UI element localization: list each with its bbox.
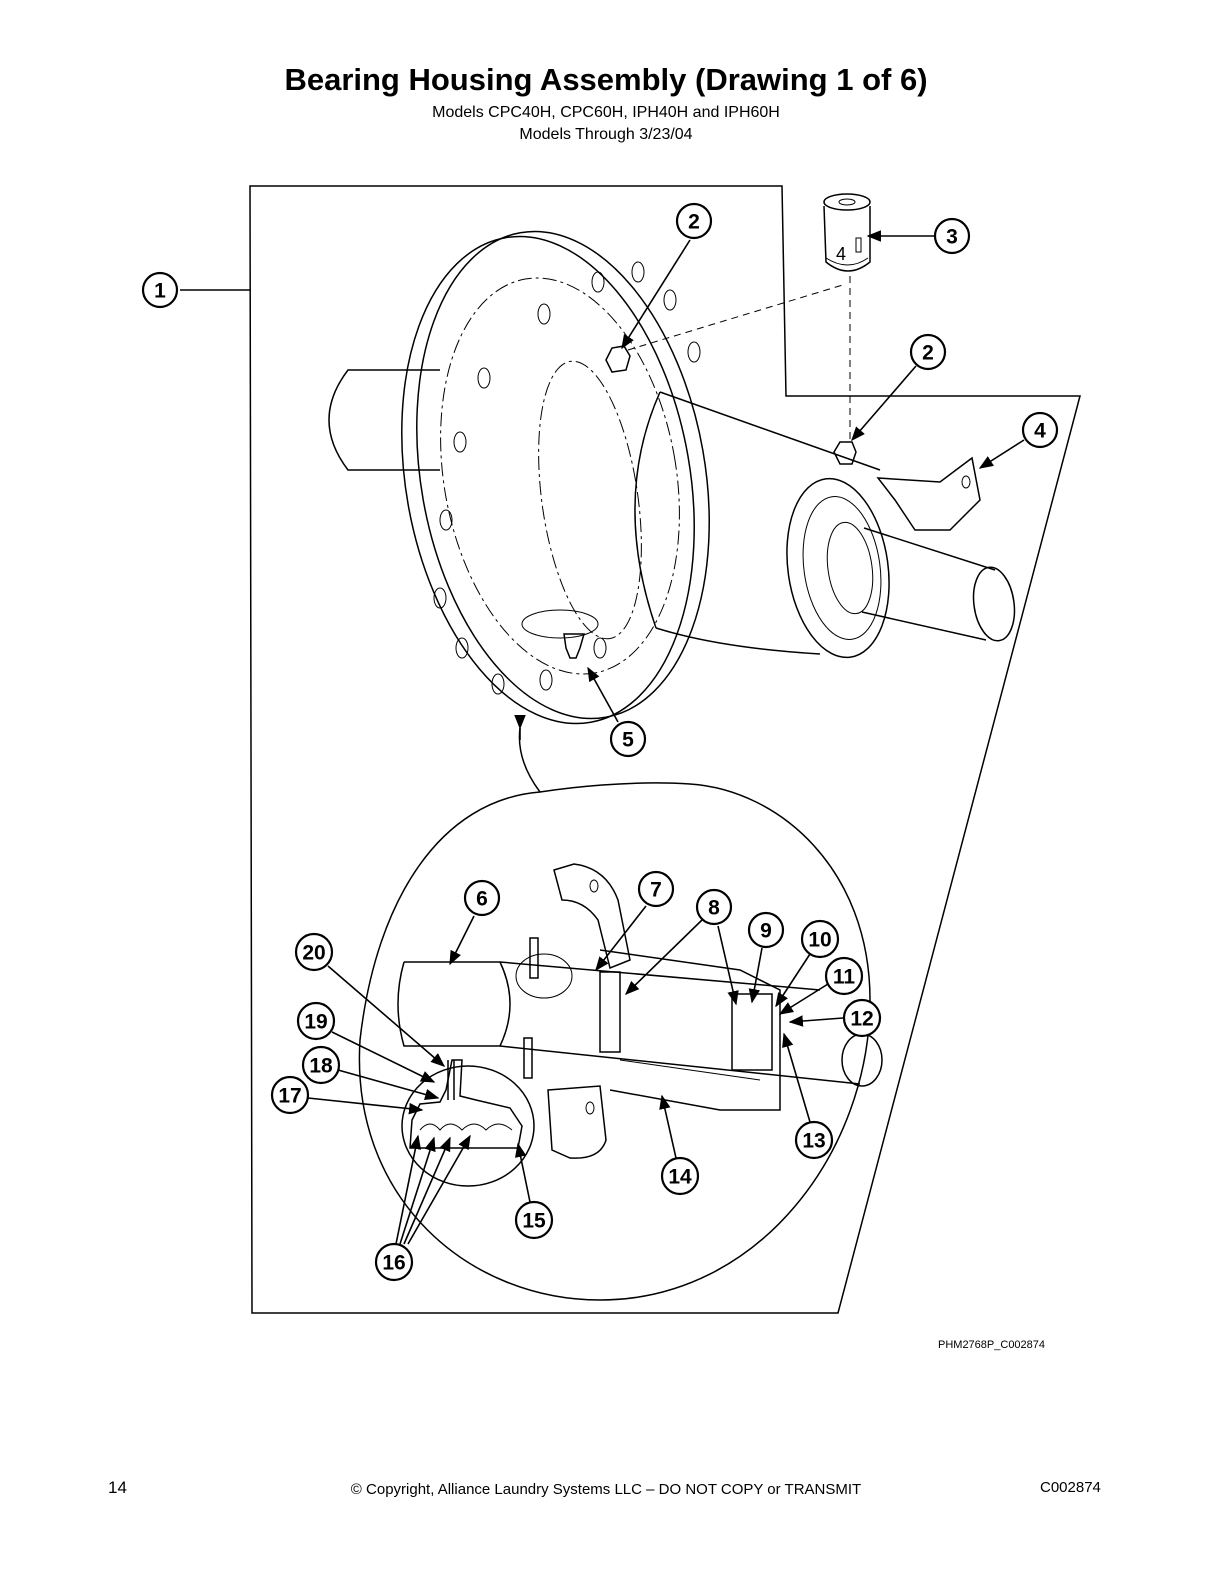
svg-text:11: 11 <box>833 966 856 989</box>
svg-text:16: 16 <box>382 1252 405 1275</box>
callout-12: 12 <box>788 998 882 1038</box>
svg-text:2: 2 <box>922 342 934 365</box>
svg-text:5: 5 <box>622 729 634 752</box>
document-code: C002874 <box>1040 1479 1101 1496</box>
callout-8: 8 <box>624 888 739 1006</box>
callout-4: 4 <box>978 411 1059 469</box>
copyright-notice: © Copyright, Alliance Laundry Systems LL… <box>350 1481 862 1498</box>
models-subtitle: Models CPC40H, CPC60H, IPH40H and IPH60H <box>432 104 780 121</box>
grease-fitting-upper <box>605 345 631 373</box>
assembly-frame <box>249 185 1081 1314</box>
callout-11: 11 <box>778 956 864 1015</box>
callout-15: 15 <box>514 1142 554 1240</box>
seal-zoom-detail <box>401 1059 535 1187</box>
svg-text:13: 13 <box>802 1130 825 1153</box>
callout-17: 17 <box>270 1075 424 1115</box>
svg-text:9: 9 <box>760 920 772 943</box>
svg-text:17: 17 <box>278 1085 301 1108</box>
callout-13: 13 <box>782 1032 834 1160</box>
callout-1: 1 <box>141 271 250 309</box>
svg-text:4: 4 <box>1034 420 1046 443</box>
bracket-part <box>876 456 981 531</box>
svg-text:19: 19 <box>304 1011 327 1034</box>
svg-text:15: 15 <box>522 1210 546 1233</box>
callout-2-upper: 2 <box>621 202 713 350</box>
callout-19: 19 <box>296 1001 436 1083</box>
flange-bolt-holes <box>433 261 701 695</box>
detail-view-outline <box>358 727 871 1301</box>
callout-16: 16 <box>374 1134 471 1282</box>
page-number: 14 <box>108 1478 127 1497</box>
grease-cartridge-marking: 4 <box>836 244 846 264</box>
grease-fitting-lower <box>833 441 857 465</box>
callout-2-lower: 2 <box>851 333 947 442</box>
callout-5: 5 <box>587 666 647 758</box>
callout-7: 7 <box>595 870 675 972</box>
svg-text:6: 6 <box>476 888 488 911</box>
svg-text:7: 7 <box>650 879 662 902</box>
svg-text:12: 12 <box>850 1008 873 1031</box>
svg-text:10: 10 <box>808 929 831 952</box>
callout-20: 20 <box>294 932 446 1067</box>
callout-14: 14 <box>659 1094 700 1196</box>
callout-3: 3 <box>866 217 971 255</box>
drawing-code: PHM2768P_C002874 <box>938 1339 1046 1351</box>
callout-18: 18 <box>301 1045 440 1101</box>
page-title: Bearing Housing Assembly (Drawing 1 of 6… <box>284 62 928 97</box>
svg-text:18: 18 <box>309 1055 333 1078</box>
svg-text:20: 20 <box>302 942 325 965</box>
grease-cartridge: 4 <box>823 193 871 272</box>
svg-text:8: 8 <box>708 897 720 920</box>
callout-9: 9 <box>747 911 785 1004</box>
svg-text:1: 1 <box>154 280 166 303</box>
callout-10: 10 <box>775 919 840 1008</box>
models-through-subtitle: Models Through 3/23/04 <box>519 126 693 143</box>
svg-text:3: 3 <box>946 226 958 249</box>
housing-upper-view <box>328 230 1016 725</box>
drain-plug <box>563 633 585 659</box>
callout-6: 6 <box>449 879 501 966</box>
svg-text:14: 14 <box>668 1166 692 1189</box>
svg-text:2: 2 <box>688 211 700 234</box>
